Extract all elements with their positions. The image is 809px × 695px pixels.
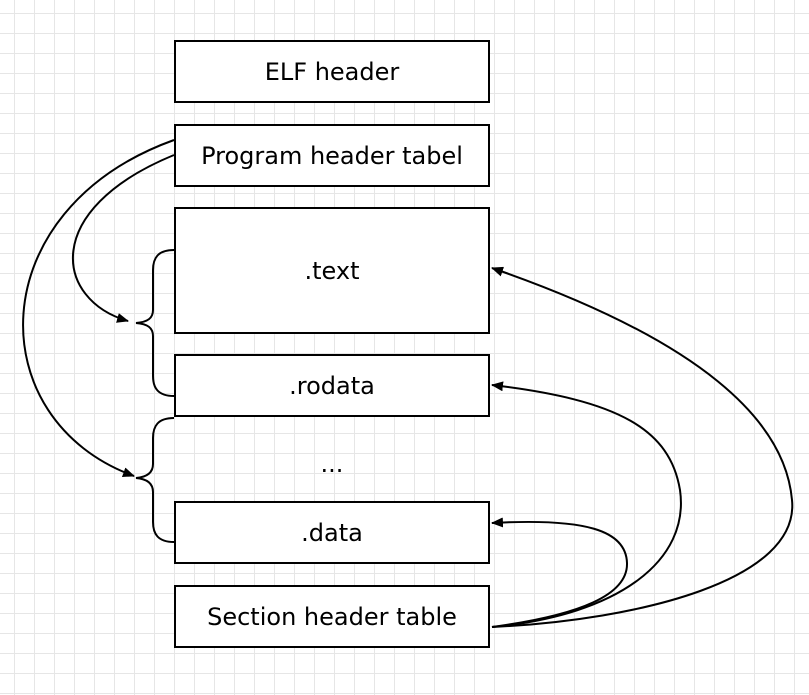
segment-brace-upper: [135, 249, 175, 397]
program-header-table-box: Program header tabel: [174, 124, 490, 187]
rodata-section-label: .rodata: [289, 371, 375, 400]
elf-header-box: ELF header: [174, 40, 490, 103]
text-section-box: .text: [174, 207, 490, 334]
arrow-sht-to-rodata: [491, 381, 682, 628]
arrow-sht-to-data: [491, 517, 629, 628]
text-section-label: .text: [304, 256, 360, 285]
data-section-box: .data: [174, 501, 490, 564]
arrow-sht-to-text: [491, 266, 794, 628]
segment-brace-lower: [135, 417, 175, 543]
program-header-table-label: Program header tabel: [201, 141, 463, 170]
rodata-section-box: .rodata: [174, 354, 490, 417]
data-section-label: .data: [301, 518, 363, 547]
section-header-table-box: Section header table: [174, 585, 490, 648]
arrow-pht-to-lower-segment: [22, 139, 175, 477]
ellipsis-text: ...: [320, 450, 344, 478]
section-header-table-label: Section header table: [207, 602, 457, 631]
elf-header-label: ELF header: [264, 57, 400, 86]
arrow-pht-to-upper-segment: [72, 154, 175, 323]
